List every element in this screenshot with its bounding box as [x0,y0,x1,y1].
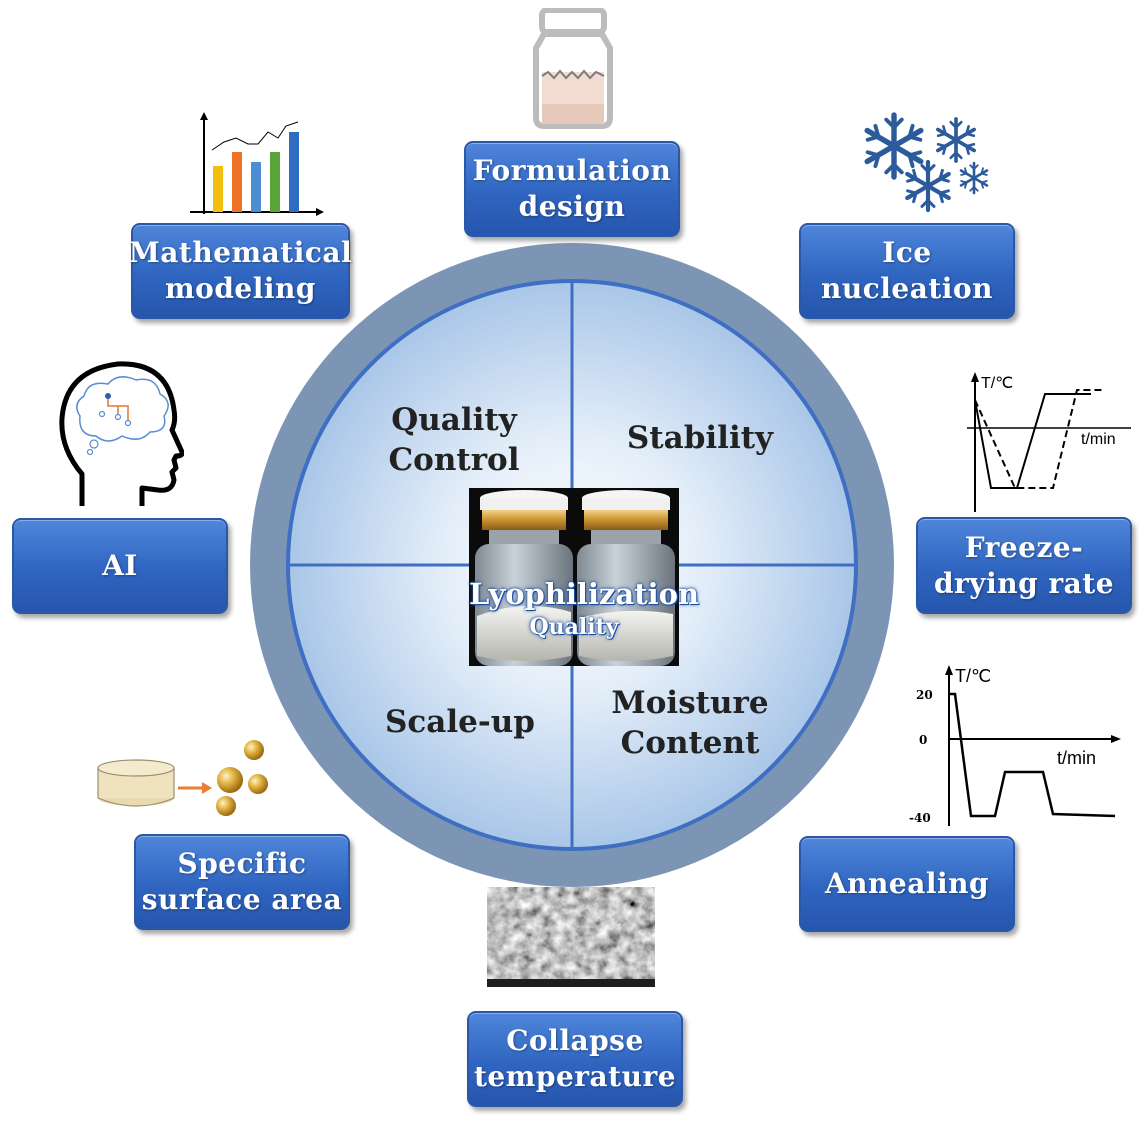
freeze-chart-ylabel: T/℃ [981,375,1013,392]
factor-text-line: Annealing [824,867,990,900]
factor-text-line: drying rate [933,566,1115,600]
vials-photo [469,488,679,666]
ice-nucleation-box: Ice nucleation [799,223,1015,319]
factor-text-line: Mathematical [128,236,353,269]
annealing-chart-ylabel: T/℃ [955,666,991,686]
bar-chart-icon [190,112,324,216]
factor-text-line: Specific [177,847,307,880]
annealing-tick-neg40: -40 [909,811,931,825]
freeze-rate-chart: T/℃ t/min [967,372,1131,512]
quadrant-scale-up: Scale-up [375,702,545,742]
quadrant-text-line: Control [388,442,520,478]
freeze-chart-xlabel: t/min [1081,431,1116,448]
factor-text-line: nucleation [821,272,993,305]
annealing-chart-xlabel: t/min [1057,748,1096,768]
sem-image [487,887,655,987]
vial-icon [533,8,613,129]
specific-surface-area-box: Specific surface area [134,834,350,930]
factor-text-line: AI [102,549,138,582]
snowflake-icon [852,106,989,218]
factor-text-line: Formulation [472,154,672,187]
ai-box: AI [12,518,228,614]
collapse-temperature-box: Collapse temperature [467,1011,683,1107]
quadrant-text-line: Stability [626,420,774,456]
quadrant-text-line: Quality [391,402,517,438]
freeze-drying-rate-box: Freeze- drying rate [916,517,1132,614]
quadrant-quality-control: Quality Control [374,400,534,480]
quadrant-stability: Stability [615,418,785,458]
annealing-chart: T/℃ t/min 20 0 -40 [909,665,1121,826]
factor-text-line: Freeze- [964,530,1084,564]
factor-text-line: modeling [165,272,316,305]
annealing-tick-0: 0 [919,733,927,747]
formulation-design-box: Formulation design [464,141,680,237]
factor-text-line: surface area [141,883,343,916]
center-subtitle: Quality [529,614,619,640]
mathematical-modeling-box: Mathematical modeling [128,223,353,319]
factor-text-line: design [518,190,626,223]
factor-text-line: Collapse [506,1024,644,1057]
quadrant-text-line: Content [620,725,760,761]
quadrant-text-line: Scale-up [385,704,535,740]
annealing-tick-20: 20 [916,688,933,702]
annealing-box: Annealing [799,836,1015,932]
quadrant-text-line: Moisture [611,685,769,721]
porous-cake-icon [97,740,268,816]
factor-text-line: temperature [473,1060,677,1093]
center-title: Lyophilization [469,577,700,611]
factor-text-line: Ice [882,236,932,269]
quadrant-moisture-content: Moisture Content [600,683,780,763]
head-brain-icon [59,361,184,506]
